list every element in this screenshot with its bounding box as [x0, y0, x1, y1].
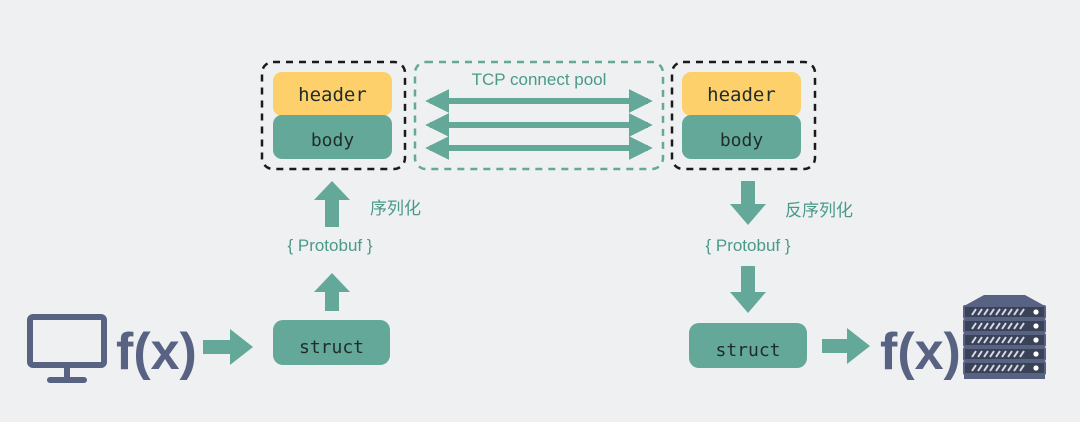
- server-struct-box: struct: [689, 323, 807, 368]
- client-header-block: header: [273, 72, 392, 116]
- server-format-label: { Protobuf }: [705, 236, 790, 255]
- deserialize-label: 反序列化: [785, 201, 853, 220]
- server-body-label: body: [720, 130, 764, 151]
- server-struct-label: struct: [715, 340, 780, 361]
- client-to-struct-arrow: [203, 329, 253, 365]
- client-header-label: header: [298, 84, 367, 106]
- struct-to-server-arrow: [822, 328, 870, 364]
- client-format-label: { Protobuf }: [287, 236, 372, 255]
- monitor-icon: [27, 314, 107, 383]
- client-struct-label: struct: [299, 337, 364, 358]
- client-up-arrow-lower: [314, 273, 350, 311]
- server-function-label: f(x): [880, 323, 961, 381]
- client-packet-frame: [260, 60, 407, 171]
- client-body-block: body: [273, 115, 392, 159]
- server-down-arrow-upper: [730, 181, 766, 225]
- tcp-pool-title: TCP connect pool: [472, 70, 607, 89]
- server-rack-icon: [963, 295, 1046, 379]
- serialize-label: 序列化: [370, 199, 421, 218]
- server-header-label: header: [707, 84, 776, 106]
- client-function-label: f(x): [116, 323, 197, 381]
- server-down-arrow-lower: [730, 266, 766, 313]
- server-packet-frame: [670, 60, 817, 171]
- tcp-pool-frame: [413, 60, 665, 171]
- server-header-block: header: [682, 72, 801, 116]
- double-arrow-icon: [425, 89, 653, 160]
- client-up-arrow-upper: [314, 181, 350, 227]
- server-body-block: body: [682, 115, 801, 159]
- client-struct-box: struct: [273, 320, 390, 365]
- client-body-label: body: [311, 130, 355, 151]
